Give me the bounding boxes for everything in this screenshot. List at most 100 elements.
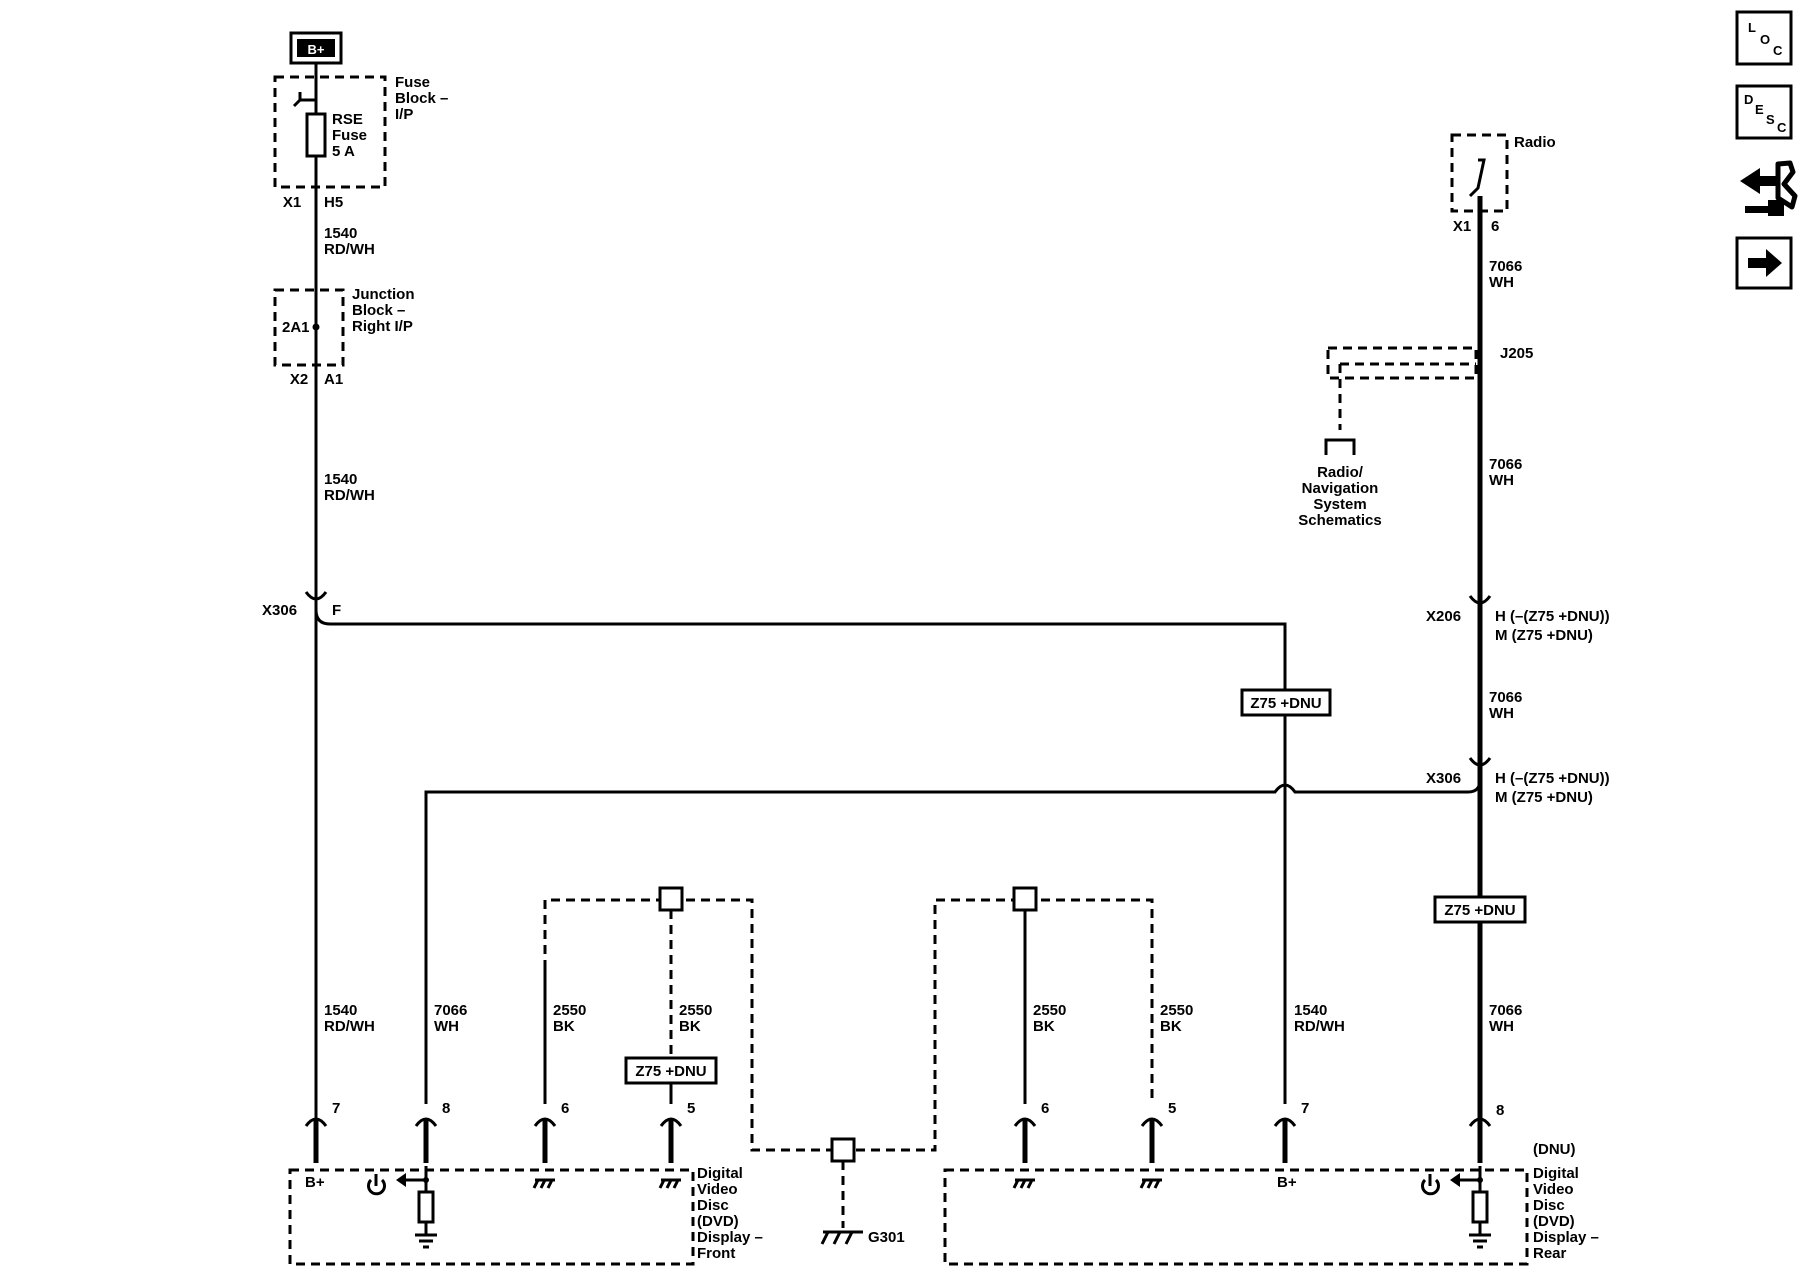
junction-label-1: Junction [352, 286, 415, 303]
rear-pin-ground-2: 5 [1168, 1100, 1176, 1117]
radio-terminal-icon [1468, 158, 1486, 198]
radio-label: Radio [1514, 134, 1556, 151]
rear-pins: 6 5 7 8 [1013, 1100, 1504, 1163]
battery-positive-source: B+ [289, 31, 343, 65]
front-pin-b-plus: 7 [332, 1100, 340, 1117]
resistor-icon [417, 1190, 435, 1224]
x206-label: X206 [1426, 608, 1461, 625]
ground-g301: G301 [820, 1137, 905, 1246]
reference-bracket-icon [1324, 438, 1356, 455]
loc-icon [1735, 10, 1793, 66]
radio-module: Radio X1 6 [1450, 133, 1556, 235]
connector-view-button[interactable] [1740, 160, 1798, 216]
fuse-block-label-1: Fuse [395, 74, 430, 91]
x306-left-pin: F [332, 602, 341, 619]
front-chassis-ground-2-icon [658, 1178, 681, 1189]
fuse-label-3: 5 A [332, 143, 355, 160]
rear-pin-b-plus: 7 [1301, 1100, 1309, 1117]
splice-label: J205 [1500, 345, 1533, 362]
option-box-2: Z75 +DNU [1433, 895, 1527, 924]
ground-label: G301 [868, 1229, 905, 1246]
rear-pin-power: 8 [1496, 1102, 1504, 1119]
rear-chassis-ground-1-icon [1012, 1178, 1035, 1189]
connector-x306-left: X306 F [262, 591, 341, 619]
b-plus-label: B+ [308, 42, 325, 57]
connector-icon [1740, 160, 1798, 216]
splice-j205: J205 [1324, 345, 1533, 455]
input-arrow-icon [396, 1173, 406, 1187]
ground-icon [820, 1230, 863, 1245]
fuse-label-2: Fuse [332, 127, 367, 144]
junction-connector-label: X2 [290, 371, 308, 388]
svg-text:E: E [1755, 102, 1764, 117]
front-shield [543, 886, 1154, 1152]
svg-text:H (–(Z75 +DNU))M (Z75 +DNU): H (–(Z75 +DNU)) M (Z75 +DNU) [1495, 608, 1610, 644]
desc-button[interactable]: D E S C [1735, 84, 1793, 140]
svg-text:H (–(Z75 +DNU))M (Z75 +DNU): H (–(Z75 +DNU)) M (Z75 +DNU) [1495, 770, 1610, 806]
next-arrow-icon [1748, 249, 1782, 277]
front-pins: 7 8 6 5 [304, 1100, 695, 1163]
svg-text:D: D [1744, 92, 1753, 107]
option-box-3: Z75 +DNU [624, 1056, 718, 1085]
radio-pin-label: 6 [1491, 218, 1499, 235]
next-page-button[interactable] [1735, 236, 1793, 290]
input-arrow-icon [1450, 1173, 1460, 1187]
junction-label-3: Right I/P [352, 318, 413, 335]
desc-icon [1735, 84, 1793, 140]
dvd-rear-dnu: (DNU) [1533, 1141, 1576, 1158]
connector-x306-right: X306 H (–(Z75 +DNU)) M (Z75 +DNU) [1426, 757, 1610, 806]
front-pin-ground-2: 5 [687, 1100, 695, 1117]
svg-text:L: L [1748, 20, 1756, 35]
svg-text:S: S [1766, 112, 1775, 127]
connector-x206: X206 H (–(Z75 +DNU)) M (Z75 +DNU) [1426, 595, 1610, 644]
option-label-2: Z75 +DNU [1444, 902, 1515, 919]
svg-text:C: C [1777, 120, 1787, 135]
fuse-block-label-3: I/P [395, 106, 413, 123]
rear-resistor-ground-icon [1469, 1166, 1491, 1249]
x306-right-pin-1: H (–(Z75 +DNU)) [1495, 770, 1610, 787]
x306-right-pin-2: M (Z75 +DNU) [1495, 789, 1593, 806]
option-label-1: Z75 +DNU [1250, 695, 1321, 712]
rear-chassis-ground-2-icon [1139, 1178, 1162, 1189]
power-icon [1421, 1174, 1440, 1196]
svg-text:C: C [1773, 43, 1783, 58]
fuse-label-1: RSE [332, 111, 363, 128]
option-box-1: Z75 +DNU [1240, 688, 1332, 717]
option-label-3: Z75 +DNU [635, 1063, 706, 1080]
x206-pin-2: M (Z75 +DNU) [1495, 627, 1593, 644]
front-chassis-ground-1-icon [532, 1178, 555, 1189]
fuse-block-label-2: Block – [395, 90, 448, 107]
x306-right-label: X306 [1426, 770, 1461, 787]
radio-connector-label: X1 [1453, 218, 1471, 235]
loc-button[interactable]: L O C [1735, 10, 1793, 66]
junction-label-2: Block – [352, 302, 405, 319]
fuse-connector-label: X1 [283, 194, 301, 211]
svg-text:O: O [1760, 32, 1770, 47]
front-pin-power: 8 [442, 1100, 450, 1117]
front-resistor-ground-icon [415, 1166, 437, 1249]
rear-pin-ground-1: 6 [1041, 1100, 1049, 1117]
x206-pin-1: H (–(Z75 +DNU)) [1495, 608, 1610, 625]
